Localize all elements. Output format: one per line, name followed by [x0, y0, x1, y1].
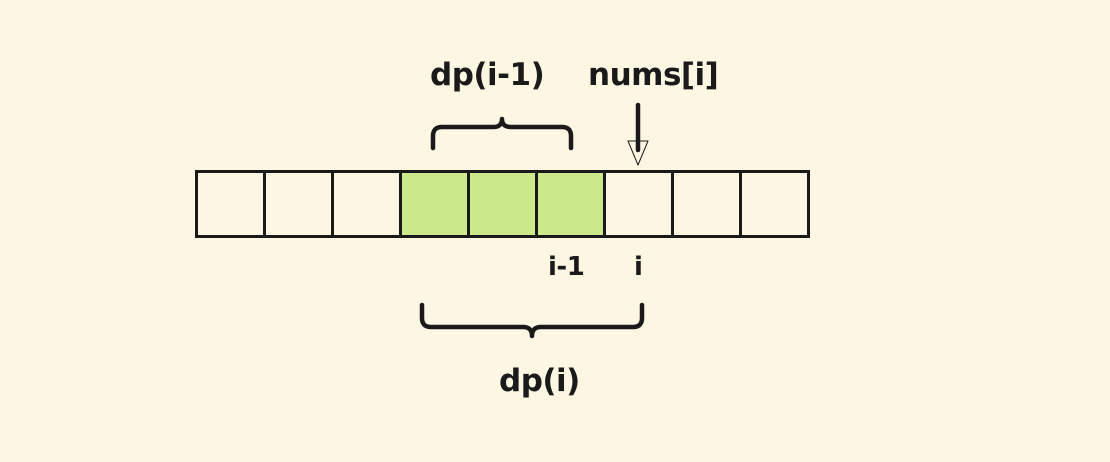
nums-at-i-label: nums[i] — [588, 57, 719, 93]
index-label-i-minus-1: i-1 — [548, 252, 585, 282]
array-cell — [263, 170, 334, 238]
index-label-i: i — [634, 252, 643, 282]
nums-pointer-arrow-head — [627, 140, 649, 166]
array-cell-highlighted — [399, 170, 470, 238]
array-cell-highlighted — [467, 170, 538, 238]
dp-current-brace-icon — [419, 302, 645, 339]
array-cell — [671, 170, 742, 238]
array-cell-highlighted — [535, 170, 606, 238]
array-cell — [331, 170, 402, 238]
array-cell-current — [603, 170, 674, 238]
dp-previous-label: dp(i-1) — [430, 57, 545, 93]
array-cell — [739, 170, 810, 238]
array-cell — [195, 170, 266, 238]
array-row — [195, 170, 810, 238]
dp-current-label: dp(i) — [499, 363, 580, 399]
dp-previous-brace-icon — [430, 116, 574, 151]
